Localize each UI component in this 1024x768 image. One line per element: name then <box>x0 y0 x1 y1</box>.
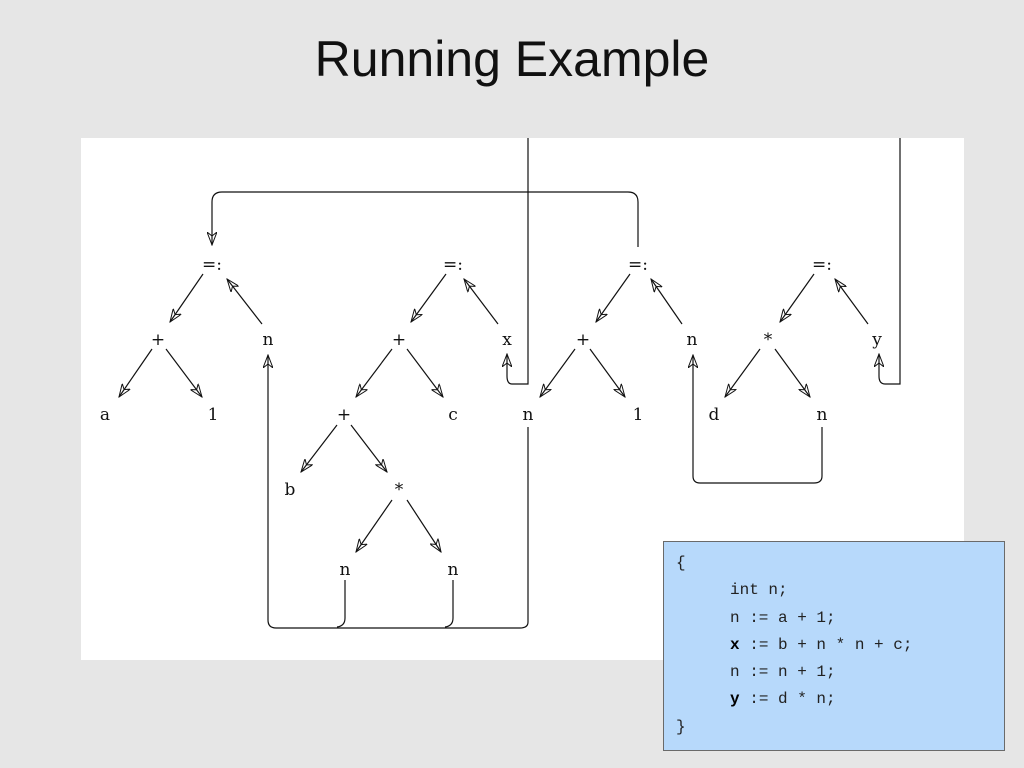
code-line-5: y := d * n; <box>676 686 1004 713</box>
code-line-4-text: n := n + 1; <box>730 663 836 682</box>
code-var-x: x <box>730 635 740 654</box>
code-open-brace: { <box>676 554 686 572</box>
code-line-3-text: := b + n * n + c; <box>739 635 913 654</box>
code-line-5-text: := d * n; <box>739 690 836 709</box>
code-line-1: int n; <box>676 577 1004 604</box>
code-listing: { int n; n := a + 1; x := b + n * n + c;… <box>663 541 1005 751</box>
code-line-2-text: n := a + 1; <box>730 608 836 627</box>
code-line-1-text: int n; <box>730 581 788 600</box>
code-line-2: n := a + 1; <box>676 605 1004 632</box>
slide-title: Running Example <box>314 31 710 87</box>
code-close-brace: } <box>676 717 686 736</box>
code-line-3: x := b + n * n + c; <box>676 632 1004 659</box>
code-var-y: y <box>730 690 740 709</box>
code-line-4: n := n + 1; <box>676 659 1004 686</box>
